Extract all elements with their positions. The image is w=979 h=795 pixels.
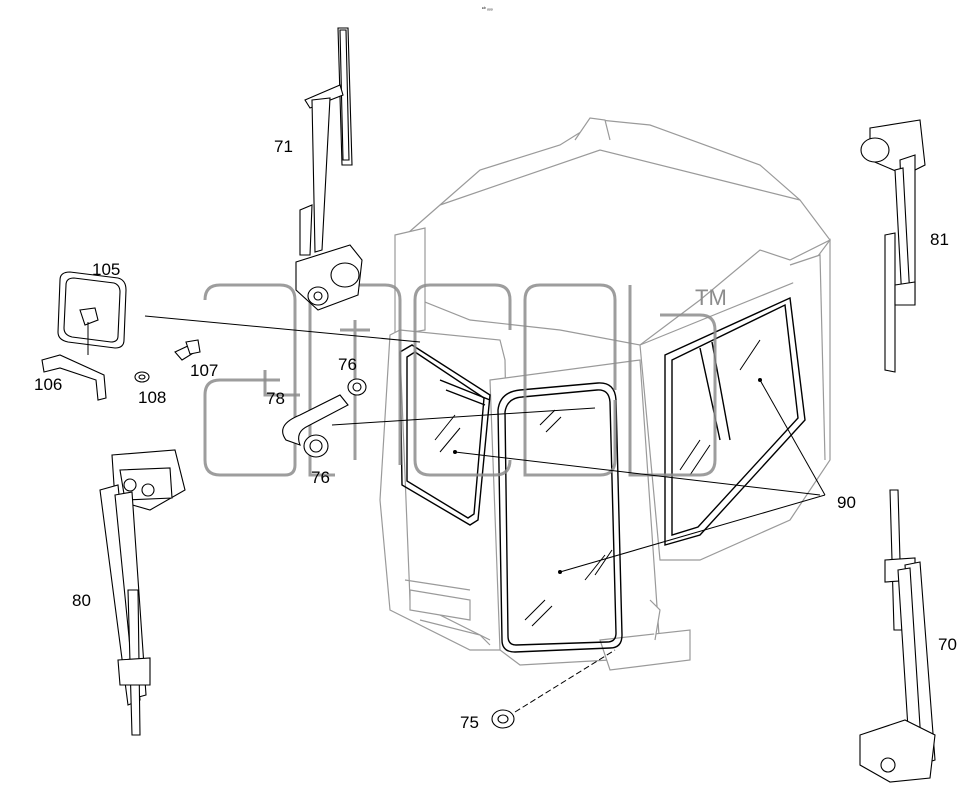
callout-106: 106 [34, 375, 62, 394]
cab-body [379, 117, 831, 671]
callout-70: 70 [938, 635, 957, 654]
callout-105: 105 [92, 260, 120, 279]
callout-108: 108 [138, 388, 166, 407]
callout-71: 71 [274, 137, 293, 156]
callout-78: 78 [266, 389, 285, 408]
wiper-assembly-70 [859, 489, 936, 783]
grommet-76-lower [303, 434, 329, 458]
top-mark: ᵉᵇ ₒₒₒ [482, 6, 493, 12]
wiper-assembly-71 [295, 27, 363, 311]
wiper-assembly-81 [860, 119, 926, 373]
callout-90: 90 [837, 493, 856, 512]
grommet-76-upper [347, 378, 367, 396]
glass-panels [399, 296, 806, 653]
callout-76-upper: 76 [338, 355, 357, 374]
washer-108 [134, 371, 150, 383]
callout-75: 75 [460, 713, 479, 732]
callout-labels: 71 81 105 106 107 108 76 76 78 80 90 70 … [34, 137, 957, 732]
bolt-107 [174, 339, 201, 361]
bracket-106 [41, 354, 107, 401]
callout-80: 80 [72, 591, 91, 610]
grommet-75 [491, 709, 515, 729]
callout-76-lower: 76 [311, 468, 330, 487]
trademark: TM [695, 285, 727, 310]
mirror-105 [57, 271, 127, 355]
callout-81: 81 [930, 230, 949, 249]
callout-107: 107 [190, 361, 218, 380]
wiper-assembly-80 [99, 449, 186, 736]
leader-lines [144, 315, 826, 713]
hose-78 [282, 394, 349, 446]
